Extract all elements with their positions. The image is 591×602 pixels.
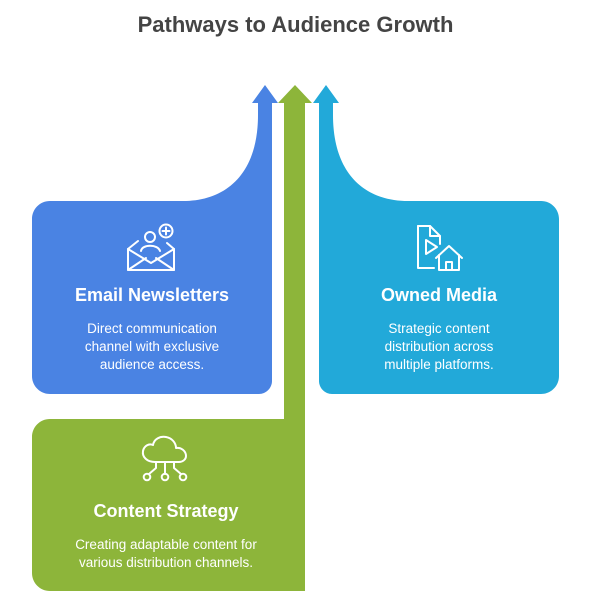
owned-media-description: Strategic content distribution across mu… xyxy=(319,320,559,374)
email-newsletters-description: Direct communication channel with exclus… xyxy=(32,320,272,374)
owned-media-heading: Owned Media xyxy=(380,285,497,305)
diagram-title: Pathways to Audience Growth xyxy=(137,12,454,37)
content-strategy-heading: Content Strategy xyxy=(93,501,239,521)
description-line: audience access. xyxy=(99,357,205,372)
media-file-home-icon xyxy=(417,225,463,271)
description-line: Strategic content xyxy=(388,321,490,336)
cloud-network-icon xyxy=(141,435,188,482)
description-line: Creating adaptable content for xyxy=(75,537,257,552)
description-line: Direct communication xyxy=(87,321,217,336)
description-line: various distribution channels. xyxy=(78,555,254,570)
owned-media-card xyxy=(313,85,559,394)
description-line: channel with exclusive xyxy=(84,339,220,354)
email-newsletters-heading: Email Newsletters xyxy=(74,285,230,305)
description-line: distribution across xyxy=(384,339,494,354)
content-strategy-description: Creating adaptable content for various d… xyxy=(32,536,300,572)
content-strategy-card xyxy=(32,85,312,591)
envelope-user-add-icon xyxy=(127,223,175,271)
description-line: multiple platforms. xyxy=(384,357,494,372)
